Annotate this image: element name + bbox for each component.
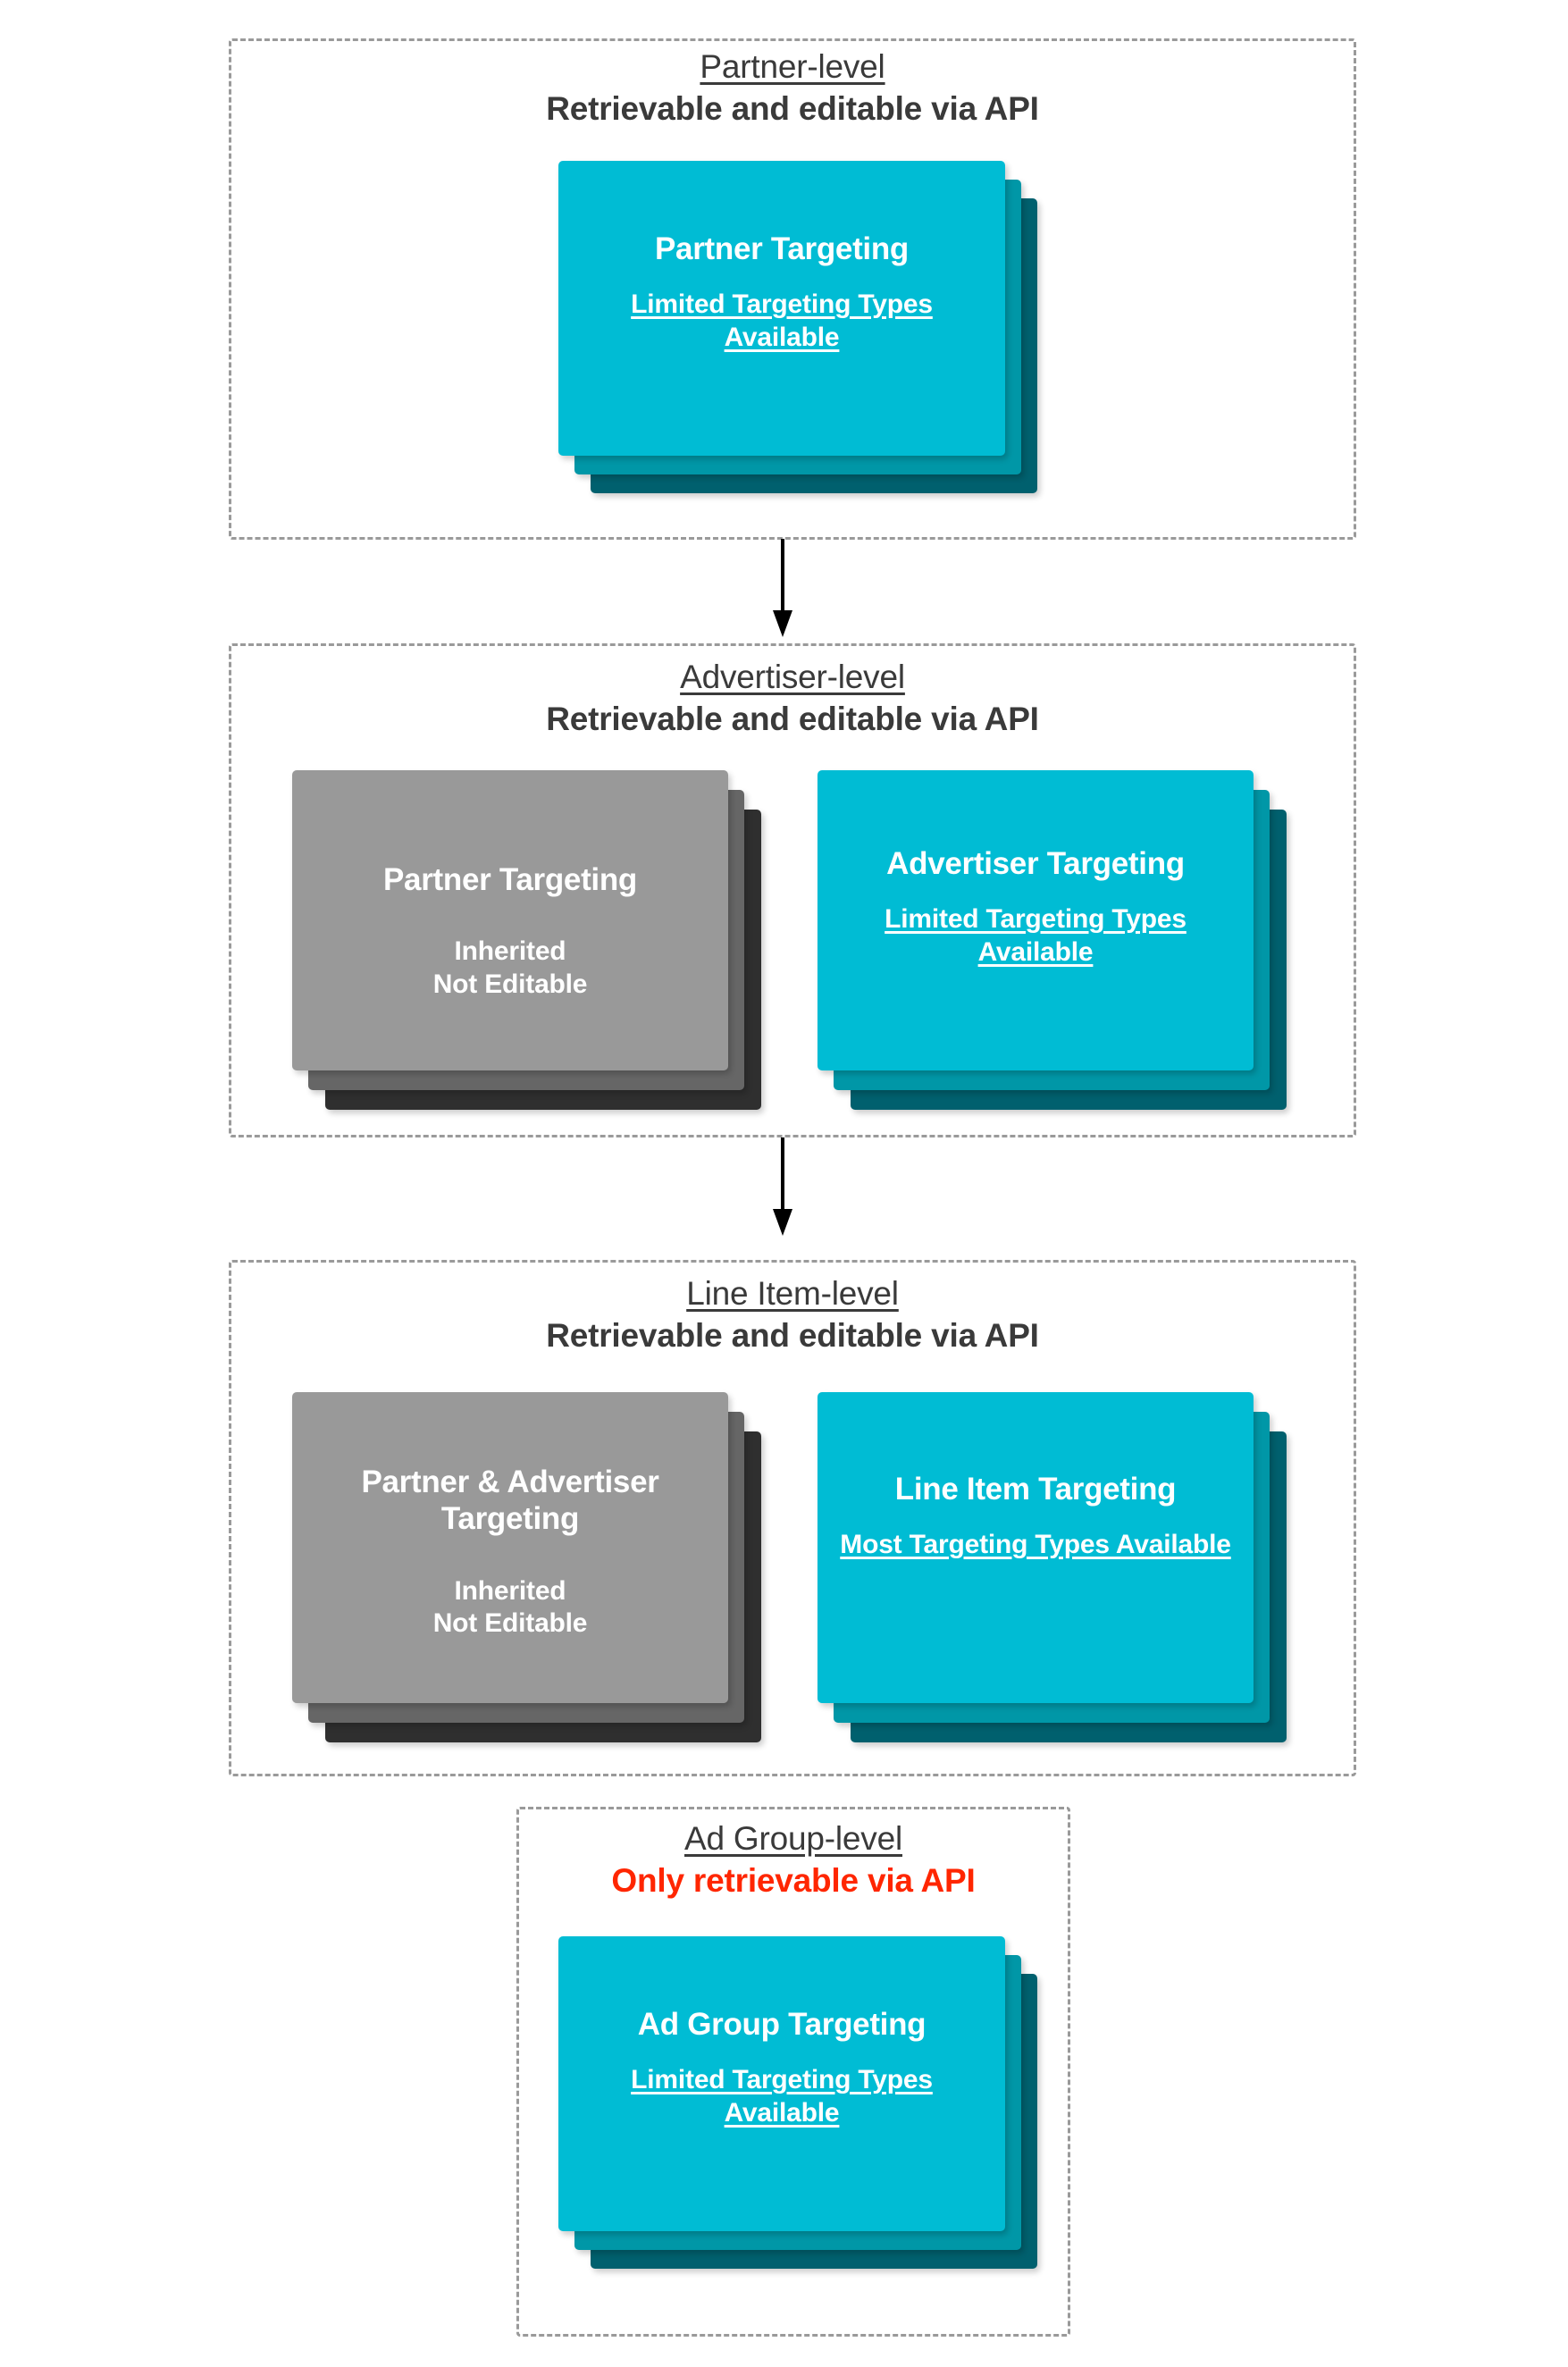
card-note: Inherited Not Editable	[432, 1575, 588, 1639]
level-container-partner	[229, 38, 1356, 540]
card-stack-line-item-targeting: Line Item Targeting Most Targeting Types…	[818, 1392, 1287, 1742]
card-content-ad-group-targeting: Ad Group Targeting Limited Targeting Typ…	[558, 2006, 1005, 2129]
card-content-advertiser-inherited: Partner Targeting Inherited Not Editable	[292, 845, 728, 1017]
card-stack-partner-targeting: Partner Targeting Limited Targeting Type…	[558, 161, 1041, 493]
connector-shaft	[781, 1137, 784, 1212]
card-content-line-item-inherited: Partner & Advertiser Targeting Inherited…	[292, 1448, 728, 1657]
card-note: Limited Targeting Types Available	[631, 290, 933, 352]
card-layer-front[interactable]: Partner Targeting Limited Targeting Type…	[558, 161, 1005, 456]
card-title: Advertiser Targeting	[886, 846, 1185, 881]
card-stack-advertiser-targeting: Advertiser Targeting Limited Targeting T…	[818, 770, 1287, 1110]
card-stack-ad-group-targeting: Ad Group Targeting Limited Targeting Typ…	[558, 1936, 1041, 2269]
card-title: Partner & Advertiser Targeting	[361, 1465, 659, 1537]
card-layer-front[interactable]: Line Item Targeting Most Targeting Types…	[818, 1392, 1254, 1703]
card-title: Partner Targeting	[382, 862, 638, 897]
card-stack-line-item-inherited: Partner & Advertiser Targeting Inherited…	[292, 1392, 761, 1742]
card-content-partner-targeting: Partner Targeting Limited Targeting Type…	[558, 231, 1005, 354]
card-note: Inherited Not Editable	[432, 936, 588, 999]
card-stack-advertiser-inherited: Partner Targeting Inherited Not Editable	[292, 770, 761, 1110]
connector-advertiser-to-line-item	[766, 1137, 801, 1236]
card-layer-front[interactable]: Ad Group Targeting Limited Targeting Typ…	[558, 1936, 1005, 2231]
card-layer-front[interactable]: Partner Targeting Inherited Not Editable	[292, 770, 728, 1070]
card-title: Ad Group Targeting	[637, 2007, 927, 2042]
connector-arrowhead	[773, 1209, 792, 1236]
level-container-line-item	[229, 1260, 1356, 1776]
card-note: Most Targeting Types Available	[840, 1530, 1231, 1560]
card-content-advertiser-targeting: Advertiser Targeting Limited Targeting T…	[818, 845, 1254, 969]
level-container-ad-group	[516, 1807, 1070, 2337]
connector-arrowhead	[773, 610, 792, 637]
level-container-advertiser	[229, 643, 1356, 1137]
card-layer-front[interactable]: Partner & Advertiser Targeting Inherited…	[292, 1392, 728, 1703]
card-content-line-item-targeting: Line Item Targeting Most Targeting Types…	[818, 1471, 1254, 1562]
card-note: Limited Targeting Types Available	[885, 904, 1186, 967]
card-title: Line Item Targeting	[894, 1472, 1177, 1507]
card-note: Limited Targeting Types Available	[631, 2065, 933, 2128]
connector-shaft	[781, 539, 784, 613]
card-title: Partner Targeting	[654, 231, 910, 266]
connector-partner-to-advertiser	[766, 539, 801, 637]
card-layer-front[interactable]: Advertiser Targeting Limited Targeting T…	[818, 770, 1254, 1070]
